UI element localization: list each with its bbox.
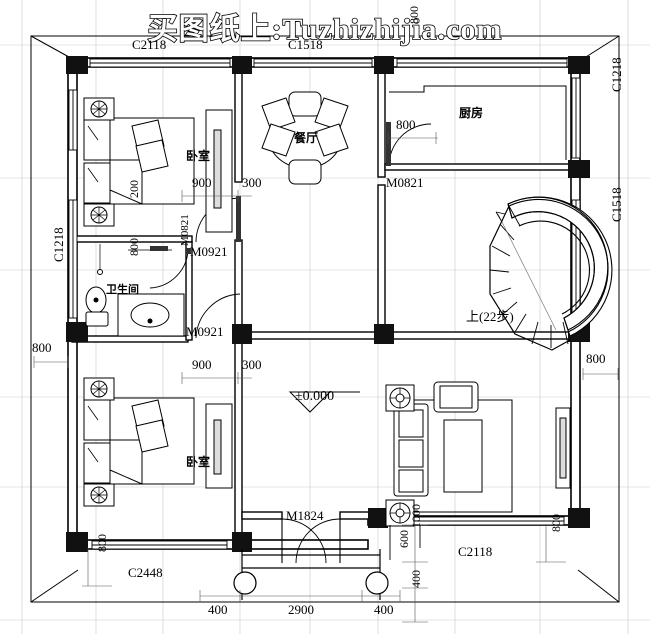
- dimension-800-north: 800: [407, 6, 421, 24]
- dimension-800-sw: 800: [95, 534, 109, 552]
- bathroom-fixtures: [85, 244, 185, 337]
- kitchen-counter: [389, 85, 567, 160]
- entry-porch: [233, 525, 421, 600]
- room-label-bedroom-lower: 卧室: [186, 455, 211, 469]
- door-code-m0821-bath: M0821: [179, 214, 191, 246]
- dimension-400-vertical: 400: [409, 570, 423, 588]
- window-code-c2118-north: C2118: [132, 37, 167, 52]
- bedroom-lower-furniture: [83, 377, 233, 507]
- window-code-c2118-south: C2118: [458, 544, 493, 559]
- door-code-m0921-lower: M0921: [186, 324, 224, 339]
- window-code-c1518-east: C1518: [609, 187, 624, 222]
- window-code-c1518-north: C1518: [288, 37, 323, 52]
- dimension-lines: [33, 132, 619, 623]
- structural-columns: [66, 56, 590, 552]
- elevation-marker-symbol: [288, 391, 360, 413]
- room-label-dining: 餐厅: [294, 131, 319, 145]
- dimension-600: 600: [397, 530, 411, 548]
- dimension-300-lower: 300: [242, 357, 262, 372]
- door-code-m0821-kitchen: M0821: [386, 175, 424, 190]
- window-code-c2448-south: C2448: [128, 565, 163, 580]
- dimension-200-bath: 200: [127, 180, 141, 198]
- curved-staircase: [489, 196, 613, 351]
- dimension-800-east: 800: [586, 351, 606, 366]
- dimension-800-se: 800: [549, 514, 563, 532]
- window-code-c1218-east: C1218: [609, 57, 624, 92]
- stairs-label: 上(22步): [466, 309, 514, 324]
- room-label-bedroom-upper: 卧室: [186, 149, 211, 163]
- dimension-800-kitchen-door: 800: [396, 117, 416, 132]
- dimension-900-lower: 900: [192, 357, 212, 372]
- window-code-c1218-west: C1218: [51, 227, 66, 262]
- room-label-bathroom: 卫生间: [106, 283, 139, 296]
- dimension-900-upper: 900: [192, 175, 212, 190]
- dimension-400-right: 400: [374, 602, 394, 617]
- dining-chair: [261, 91, 349, 185]
- dimension-300-upper: 300: [242, 175, 262, 190]
- door-code-m0921-upper: M0921: [190, 244, 228, 259]
- dimension-1000: 1000: [409, 504, 423, 528]
- dimension-400-left: 400: [208, 602, 228, 617]
- door-code-m1824-entry: M1824: [286, 508, 324, 523]
- dimension-800-west: 800: [32, 340, 52, 355]
- door-symbols: [149, 122, 432, 564]
- elevation-marker: ±0.000: [295, 389, 335, 404]
- dining-table-set: [261, 91, 349, 185]
- dimension-800-bath: 800: [127, 238, 141, 256]
- living-room-furniture: [385, 381, 571, 527]
- room-label-kitchen: 厨房: [459, 106, 484, 120]
- bedroom-upper-furniture: [83, 97, 233, 233]
- dimension-2900: 2900: [288, 602, 314, 617]
